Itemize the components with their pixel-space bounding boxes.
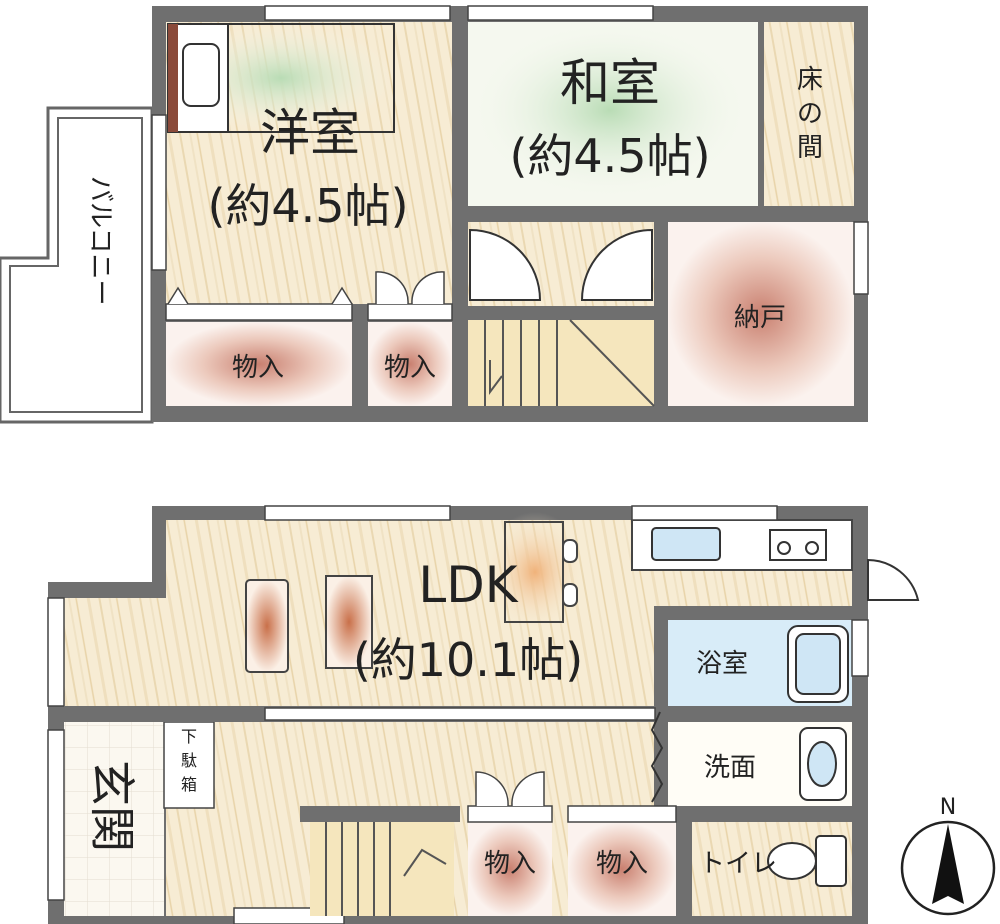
balcony-window: [151, 114, 167, 271]
window: [467, 5, 654, 21]
kitchen-counter: [631, 519, 853, 571]
toilet-icon: [767, 835, 847, 887]
entrance-floor: [64, 722, 164, 916]
washroom-label: 洗面: [704, 753, 756, 783]
japanese-room-name: 和室: [560, 54, 660, 112]
compass-north-label: N: [940, 795, 956, 820]
tokonoma-char-2: の: [797, 99, 823, 129]
dining-table: [504, 521, 564, 623]
western-room-name: 洋室: [260, 104, 360, 162]
chair-icon: [562, 539, 578, 607]
staircase-icon: [468, 319, 655, 407]
storage-c-label: 物入: [484, 849, 536, 879]
closet-storage-label: 納戸: [734, 303, 786, 333]
balcony-label: バルコニー: [85, 176, 115, 305]
tokonoma-floor: [764, 22, 854, 206]
staircase-icon: [310, 822, 454, 916]
shoe-box-char-1: 下: [181, 727, 197, 746]
window: [851, 619, 869, 677]
bed-icon: [167, 23, 395, 133]
tokonoma-char-3: 間: [797, 133, 823, 163]
window: [47, 729, 65, 901]
storage-d-floor: [568, 822, 676, 916]
balcony: [0, 106, 154, 424]
ldk-size: (約10.1帖): [353, 633, 583, 687]
accordion-door-icon: [650, 711, 664, 803]
window: [47, 597, 65, 707]
toilet-label: トイレ: [699, 849, 777, 879]
tokonoma-char-1: 床: [797, 65, 823, 95]
stove-icon: [769, 529, 827, 561]
entrance-label: 玄関: [85, 760, 139, 852]
western-room-size: (約4.5帖): [207, 179, 408, 233]
storage-c-floor: [468, 822, 552, 916]
window: [631, 505, 778, 521]
storage-a-floor: [166, 322, 352, 406]
japanese-room-size: (約4.5帖): [509, 129, 710, 183]
shoe-box-char-3: 箱: [181, 775, 197, 794]
window: [264, 5, 451, 21]
back-door-icon: [867, 558, 920, 601]
storage-d-label: 物入: [596, 849, 648, 879]
shoe-box-char-2: 駄: [181, 751, 197, 770]
closet-storage-floor: [668, 222, 854, 406]
bathroom-label: 浴室: [696, 649, 748, 679]
storage-a-label: 物入: [232, 353, 284, 383]
ldk-name: LDK: [418, 556, 518, 614]
first-floor: LDK (約10.1帖) 浴室 洗面 トイレ 玄関 下 駄 箱 物入 物入: [47, 505, 920, 924]
second-floor: 洋室 (約4.5帖) 和室 (約4.5帖) 床 の 間 納戸 物入 物入 バルコ…: [0, 5, 869, 424]
sofa-icon: [245, 579, 289, 673]
door-icon: [469, 228, 653, 301]
low-table-icon: [325, 575, 373, 669]
compass-icon: N: [900, 795, 996, 916]
window: [264, 505, 451, 521]
storage-b-label: 物入: [384, 353, 436, 383]
window: [853, 221, 869, 295]
storage-b-floor: [368, 322, 452, 406]
sink-icon: [651, 527, 721, 561]
